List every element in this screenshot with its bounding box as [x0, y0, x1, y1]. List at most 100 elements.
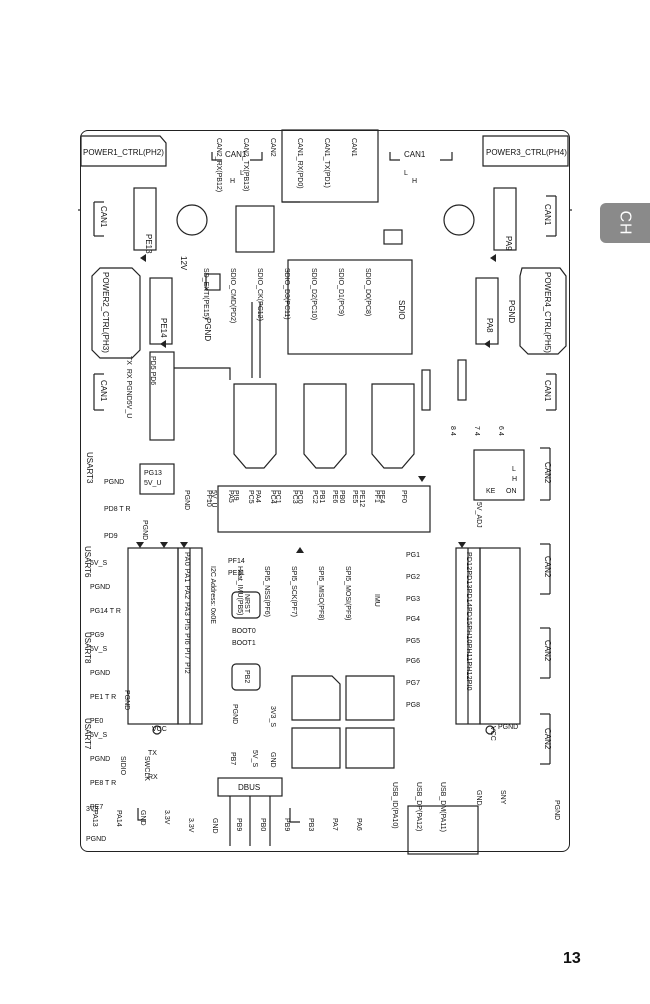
usart-block-pin: PGND	[125, 380, 132, 401]
3v3-label: 3V3	[86, 806, 99, 813]
imu-pin-list: SPI5_MOSI(PF9) SPI5_MISO(PF8) SPI5_SCK(P…	[199, 566, 370, 624]
usart6-line: PG14 T R	[90, 608, 121, 615]
pg13-label: PG13	[144, 470, 162, 477]
can-center-line: CAN2	[269, 138, 276, 157]
gpio-col-10: PF0 PF1	[363, 490, 426, 503]
gnd-label: GND	[269, 752, 276, 768]
sdio-pin-list: SDIO_D0(PC8) SDIO_D1(PC9) SDIO_D2(PC10) …	[192, 268, 390, 323]
h-mark: H	[412, 178, 418, 185]
bottom-mid-pins: PA6 PA7 PB3 PB9 PB0 PB9 GND 3.3V	[178, 818, 378, 834]
usart7-line: PGND	[90, 756, 111, 763]
bottom-mid-line: PA7	[331, 818, 338, 831]
can2-right4-label: CAN2	[543, 728, 552, 750]
vcc-left-label: VCC	[152, 726, 167, 733]
usart-block-pin: RX	[125, 368, 132, 379]
can1-left2-label: CAN1	[99, 380, 108, 402]
5v-u-label: 5V_U	[144, 480, 162, 487]
boot1-label: BOOT1	[232, 640, 256, 647]
bottom-left-pins: 3.3V GND PA14 PA13	[82, 810, 186, 827]
usart6-pins: 5V_S PGND PG14 T R PG9	[90, 544, 121, 648]
sdio-line: SDIO_CMD(PD2)	[229, 268, 236, 324]
imu-line: SPI5_NSS(PF6)	[263, 566, 270, 617]
pg-item: PG5	[406, 638, 421, 645]
bottom-left-line: 3.3V	[163, 810, 170, 825]
usart-block-pin: TX	[125, 356, 132, 365]
sdio-line: SDIO_D0(PC8)	[364, 268, 371, 317]
usart3-line: PD9	[104, 533, 118, 540]
pwm-pin: PI7	[183, 647, 190, 660]
pwm-pin: PD12	[465, 552, 472, 571]
pwm-pin: PA3	[183, 602, 190, 617]
switch-numbers: 6 4 7 4 8 4	[440, 426, 520, 436]
swd-pins-rot: SWCLK SIDIO	[110, 756, 166, 781]
can2-right1-label: CAN2	[543, 462, 552, 484]
sdio-line: SD_EXTI(PE15)	[202, 268, 209, 319]
section-tab-ch: CH	[600, 203, 650, 243]
power4-ctrl-label: POWER4_CTRL(PH5)	[543, 272, 552, 353]
pwm-pin: PA1	[183, 568, 190, 583]
usb-pins: USB_DM(PA11) USB_DP(PA12) USB_ID(PA10)	[382, 782, 462, 832]
h-mark: H	[230, 178, 236, 185]
gpio-pin: PE5	[351, 490, 358, 504]
page-number: 13	[563, 950, 581, 967]
usart3-line: PGND	[104, 479, 125, 486]
bottom-mid-line: PB3	[307, 818, 314, 832]
pf14-label: PF14	[228, 558, 245, 565]
switch-h-mark: H	[512, 476, 518, 483]
can-center-line: CAN2_RX(PB12)	[215, 138, 222, 193]
gpio-pin: PC4	[269, 490, 276, 504]
pb2-button: PB2	[243, 670, 250, 684]
power2-ctrl-label: POWER2_CTRL(PH3)	[101, 272, 110, 353]
pwm-pin: PD14	[465, 588, 472, 607]
switch-num: 7 4	[473, 426, 480, 436]
bottom-mid-line: 3.3V	[187, 818, 194, 833]
usart3-line: PD8 T R	[104, 506, 131, 513]
pwm-pin: PD13	[465, 570, 472, 589]
pwm-pin: PH10	[465, 625, 472, 644]
gpio-pin: PF1	[373, 490, 380, 503]
swd-pins: TX RX	[148, 734, 158, 790]
usb-line: USB_ID(PA10)	[391, 782, 398, 829]
imu-line: SPI5_SCK(PF7)	[290, 566, 297, 617]
gpio-pin: PE6	[331, 490, 338, 504]
pwm-pin: PI5	[183, 618, 190, 631]
12v-label: 12V	[179, 256, 188, 271]
can1-right2-label: CAN1	[543, 380, 552, 402]
bottom-mid-line: PB0	[259, 818, 266, 832]
pwm-pin: PA0	[183, 552, 190, 567]
usb-line: USB_DP(PA12)	[415, 782, 422, 832]
pwm-right-pins: PD12PD13PD14PD15PH10PH11PH12PI0	[464, 552, 472, 691]
l-mark: L	[240, 170, 244, 177]
swd-line: TX	[148, 750, 157, 757]
pgnd-pwm-right: PGND	[498, 724, 519, 731]
imu-line: SPI5_MOSI(PF9)	[344, 566, 351, 621]
bottom-left-line: PA13	[91, 810, 98, 827]
pa8-label: PA8	[485, 318, 494, 333]
can1-top-right-label: CAN1	[404, 150, 426, 159]
bottom-mid-line: PB9	[283, 818, 290, 832]
gpio-pin: PF0	[400, 490, 407, 503]
pwm-left-pins: PA0 PA1 PA2 PA3 PI5 PI6 PI7 PI2	[182, 552, 190, 674]
pgnd-usart-label: PGND	[141, 520, 148, 541]
gpio-pin: PF10	[205, 490, 212, 507]
usart8-line: PE1 T R	[90, 694, 117, 701]
pa9-label: PA9	[504, 236, 513, 251]
swd-line: RX	[148, 774, 158, 781]
usart-block-pin: PD5	[149, 356, 156, 370]
pg-item: PG2	[406, 574, 421, 581]
imu-title: IMU	[373, 594, 380, 607]
boot0-label: BOOT0	[232, 628, 256, 635]
usart-block-line: TX RX PGND5V_U	[124, 356, 132, 418]
sdio-line: SDIO_D2(PC10)	[310, 268, 317, 321]
can-center-line: CAN1_TX(PD1)	[323, 138, 330, 188]
pwm-pin: PI0	[465, 679, 472, 691]
imu-line: SPI5_MISO(PF8)	[317, 566, 324, 621]
pg-item: PG3	[406, 596, 421, 603]
usart3-pins: PGND PD8 T R PD9	[104, 460, 131, 550]
pgnd-label-b: PGND	[507, 300, 516, 324]
usart6-line: PG9	[90, 632, 105, 639]
usart3-label: USART3	[85, 452, 94, 484]
usart8-line: 5V_S	[90, 646, 108, 653]
pwm-pin: PI6	[183, 633, 190, 646]
